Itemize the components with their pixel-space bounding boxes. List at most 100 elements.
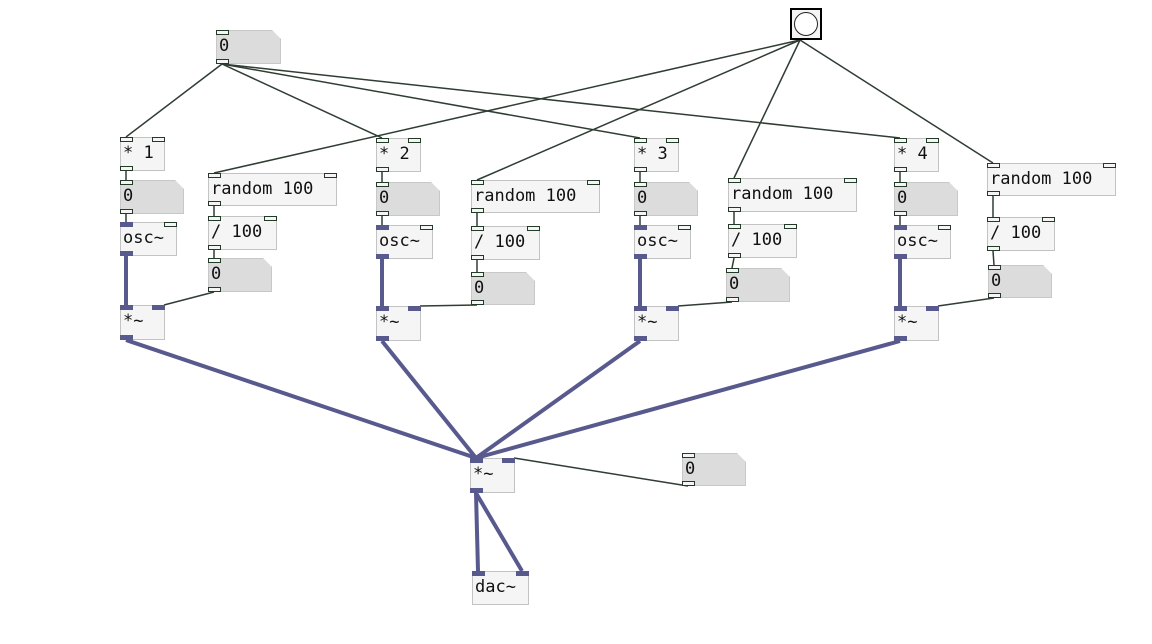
voice-3-divide-inlet[interactable]	[784, 224, 797, 229]
voice-1-random[interactable]: random 100	[208, 173, 337, 206]
mixer-multiply[interactable]: *~	[470, 458, 515, 493]
voice-4-osc-outlet[interactable]	[894, 254, 907, 259]
master-number-box-inlet[interactable]	[216, 30, 229, 35]
voice-4-divide[interactable]: / 100	[987, 217, 1055, 251]
voice-1-amp-number-inlet[interactable]	[208, 258, 221, 263]
voice-4-freq-number-outlet[interactable]	[894, 211, 907, 216]
voice-4-freq-number-inlet[interactable]	[894, 182, 907, 187]
volume-number-box-outlet[interactable]	[682, 481, 695, 486]
voice-4-vca-inlet[interactable]	[926, 306, 939, 311]
voice-1-amp-number-outlet[interactable]	[208, 287, 221, 292]
voice-3-vca-inlet[interactable]	[666, 306, 679, 311]
voice-2-random-outlet[interactable]	[471, 208, 484, 213]
voice-2-divide-inlet[interactable]	[527, 226, 540, 231]
voice-4-divide-outlet[interactable]	[987, 246, 1000, 251]
voice-1-random-outlet[interactable]	[208, 201, 221, 206]
voice-4-osc[interactable]: osc~	[894, 225, 951, 259]
voice-1-random-inlet[interactable]	[324, 173, 337, 178]
voice-1-vca-inlet[interactable]	[120, 305, 133, 310]
voice-4-vca-outlet[interactable]	[894, 336, 907, 341]
voice-1-vca[interactable]: *~	[120, 305, 165, 340]
voice-1-amp-number[interactable]: 0	[208, 258, 272, 292]
voice-2-freq-number[interactable]: 0	[376, 182, 440, 216]
voice-1-freq-number-inlet[interactable]	[120, 180, 133, 185]
voice-1-multiply[interactable]: * 1	[120, 137, 165, 171]
voice-3-freq-number-inlet[interactable]	[634, 182, 647, 187]
voice-4-osc-inlet[interactable]	[938, 225, 951, 230]
dac-output[interactable]: dac~	[472, 571, 529, 605]
voice-3-amp-number-inlet[interactable]	[726, 268, 739, 273]
voice-3-amp-number[interactable]: 0	[726, 268, 790, 302]
bang-button[interactable]	[790, 8, 822, 40]
voice-4-multiply-outlet[interactable]	[894, 167, 907, 172]
voice-1-osc-inlet[interactable]	[164, 222, 177, 227]
voice-4-multiply[interactable]: * 4	[894, 138, 939, 172]
dac-output-inlet[interactable]	[472, 571, 485, 576]
voice-1-random-inlet[interactable]	[208, 173, 221, 178]
voice-1-freq-number[interactable]: 0	[120, 180, 184, 214]
voice-3-osc[interactable]: osc~	[634, 225, 691, 259]
volume-number-box-inlet[interactable]	[682, 453, 695, 458]
master-number-box[interactable]: 0	[216, 30, 281, 64]
voice-3-freq-number[interactable]: 0	[634, 182, 698, 216]
voice-1-vca-outlet[interactable]	[120, 335, 133, 340]
voice-1-vca-inlet[interactable]	[152, 305, 165, 310]
mixer-multiply-outlet[interactable]	[470, 488, 483, 493]
voice-2-osc-signal-inlet[interactable]	[376, 225, 389, 230]
voice-3-osc-inlet[interactable]	[678, 225, 691, 230]
voice-3-vca-outlet[interactable]	[634, 336, 647, 341]
voice-2-freq-number-outlet[interactable]	[376, 211, 389, 216]
voice-3-amp-number-outlet[interactable]	[726, 297, 739, 302]
voice-4-vca[interactable]: *~	[894, 306, 939, 341]
voice-1-divide-inlet[interactable]	[208, 216, 221, 221]
voice-2-random-inlet[interactable]	[587, 180, 600, 185]
mixer-multiply-inlet[interactable]	[502, 458, 515, 463]
voice-3-divide-outlet[interactable]	[728, 253, 741, 258]
voice-4-freq-number[interactable]: 0	[894, 182, 958, 216]
voice-2-amp-number-inlet[interactable]	[471, 272, 484, 277]
voice-2-amp-number-outlet[interactable]	[471, 300, 484, 305]
voice-3-multiply-outlet[interactable]	[634, 167, 647, 172]
voice-2-random-inlet[interactable]	[471, 180, 484, 185]
dac-output-inlet[interactable]	[516, 571, 529, 576]
voice-3-multiply[interactable]: * 3	[634, 138, 679, 172]
voice-1-divide-outlet[interactable]	[208, 245, 221, 250]
voice-3-osc-outlet[interactable]	[634, 254, 647, 259]
voice-1-freq-number-outlet[interactable]	[120, 209, 133, 214]
voice-2-amp-number[interactable]: 0	[471, 272, 535, 305]
voice-1-osc-signal-inlet[interactable]	[120, 222, 133, 227]
voice-3-divide-inlet[interactable]	[728, 224, 741, 229]
voice-1-multiply-inlet[interactable]	[152, 137, 165, 142]
voice-3-divide[interactable]: / 100	[728, 224, 797, 258]
voice-2-multiply-outlet[interactable]	[376, 167, 389, 172]
voice-2-divide[interactable]: / 100	[471, 226, 540, 260]
voice-2-osc-inlet[interactable]	[420, 225, 433, 230]
voice-4-multiply-inlet[interactable]	[894, 138, 907, 143]
voice-3-random-inlet[interactable]	[728, 178, 741, 183]
voice-4-random-outlet[interactable]	[987, 191, 1000, 196]
voice-4-divide-inlet[interactable]	[1042, 217, 1055, 222]
voice-1-multiply-outlet[interactable]	[120, 166, 133, 171]
voice-2-multiply-inlet[interactable]	[376, 138, 389, 143]
master-number-box-outlet[interactable]	[216, 59, 229, 64]
voice-3-random[interactable]: random 100	[728, 178, 857, 212]
voice-4-vca-inlet[interactable]	[894, 306, 907, 311]
voice-2-multiply[interactable]: * 2	[376, 138, 421, 172]
voice-4-amp-number-outlet[interactable]	[988, 293, 1001, 298]
mixer-multiply-inlet[interactable]	[470, 458, 483, 463]
voice-1-osc[interactable]: osc~	[120, 222, 177, 256]
voice-2-vca-outlet[interactable]	[376, 336, 389, 341]
voice-3-random-outlet[interactable]	[728, 207, 741, 212]
voice-2-osc[interactable]: osc~	[376, 225, 433, 259]
voice-4-multiply-inlet[interactable]	[926, 138, 939, 143]
voice-2-vca-inlet[interactable]	[376, 306, 389, 311]
voice-1-osc-outlet[interactable]	[120, 251, 133, 256]
voice-2-divide-outlet[interactable]	[471, 255, 484, 260]
voice-3-random-inlet[interactable]	[844, 178, 857, 183]
voice-2-osc-outlet[interactable]	[376, 254, 389, 259]
voice-2-random[interactable]: random 100	[471, 180, 600, 213]
voice-3-vca-inlet[interactable]	[634, 306, 647, 311]
voice-4-random[interactable]: random 100	[987, 163, 1116, 196]
voice-2-freq-number-inlet[interactable]	[376, 182, 389, 187]
